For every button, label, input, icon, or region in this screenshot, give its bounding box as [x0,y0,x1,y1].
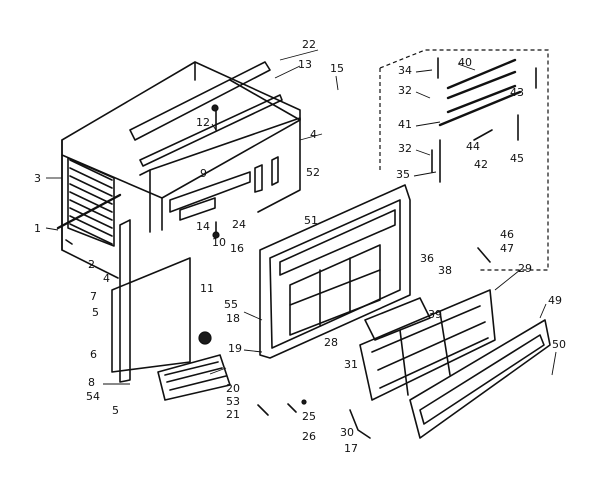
label-12: 12 [196,116,210,129]
label-13: 13 [298,58,312,71]
control-panel [157,331,231,401]
kit-boundary [379,49,549,271]
chassis-frame [139,117,301,233]
label-42: 42 [474,158,488,171]
label-26: 26 [302,430,316,443]
label-35: 35 [396,168,410,181]
top-rails [129,61,301,167]
label-29: 29 [518,262,532,275]
label-21: 21 [226,408,240,421]
label-19: 19 [228,342,242,355]
label-54: 54 [86,390,100,403]
label-7: 7 [90,290,97,303]
label-1: 1 [34,222,41,235]
label-2: 2 [88,258,95,271]
label-11: 11 [200,282,214,295]
label-28: 28 [324,336,338,349]
label-38: 38 [438,264,452,277]
label-14: 14 [196,220,210,233]
label-6: 6 [90,348,97,361]
side-panel [111,219,191,383]
rod-1 [56,193,122,245]
label-46: 46 [500,228,514,241]
screws-small [211,104,220,239]
label-17: 17 [344,442,358,455]
label-50: 50 [552,338,566,351]
grille [359,289,496,401]
label-20: 20 [226,382,240,395]
label-41: 41 [398,118,412,131]
label-25: 25 [302,410,316,423]
label-15: 15 [330,62,344,75]
cabinet [61,61,301,279]
label-9: 9 [200,167,207,180]
kit-parts [431,57,537,263]
label-44: 44 [466,140,480,153]
label-53: 53 [226,395,240,408]
label-47: 47 [500,242,514,255]
label-8: 8 [88,376,95,389]
label-34: 34 [398,64,412,77]
label-22: 22 [302,38,316,51]
label-49: 49 [548,294,562,307]
part-labels: 22 13 15 12 4 3 9 52 14 24 51 1 10 16 2 … [34,38,566,455]
label-5b: 5 [112,404,119,417]
label-51: 51 [304,214,318,227]
label-4a: 4 [310,128,317,141]
label-40: 40 [458,56,472,69]
label-30: 30 [340,426,354,439]
label-36: 36 [420,252,434,265]
label-32b: 32 [398,142,412,155]
label-31: 31 [344,358,358,371]
label-52: 52 [306,166,320,179]
misc-parts [257,399,371,439]
label-5: 5 [92,306,99,319]
label-10: 10 [212,236,226,249]
label-45: 45 [510,152,524,165]
label-43: 43 [510,86,524,99]
label-4b: 4 [103,272,110,285]
label-3: 3 [34,172,41,185]
label-24: 24 [232,218,246,231]
front-panel [409,319,551,439]
label-18: 18 [226,312,240,325]
label-32a: 32 [398,84,412,97]
front-frame [259,184,411,359]
filter [364,297,431,341]
label-55: 55 [224,298,238,311]
leader-lines [45,49,557,385]
label-16: 16 [230,242,244,255]
label-39: 39 [428,308,442,321]
